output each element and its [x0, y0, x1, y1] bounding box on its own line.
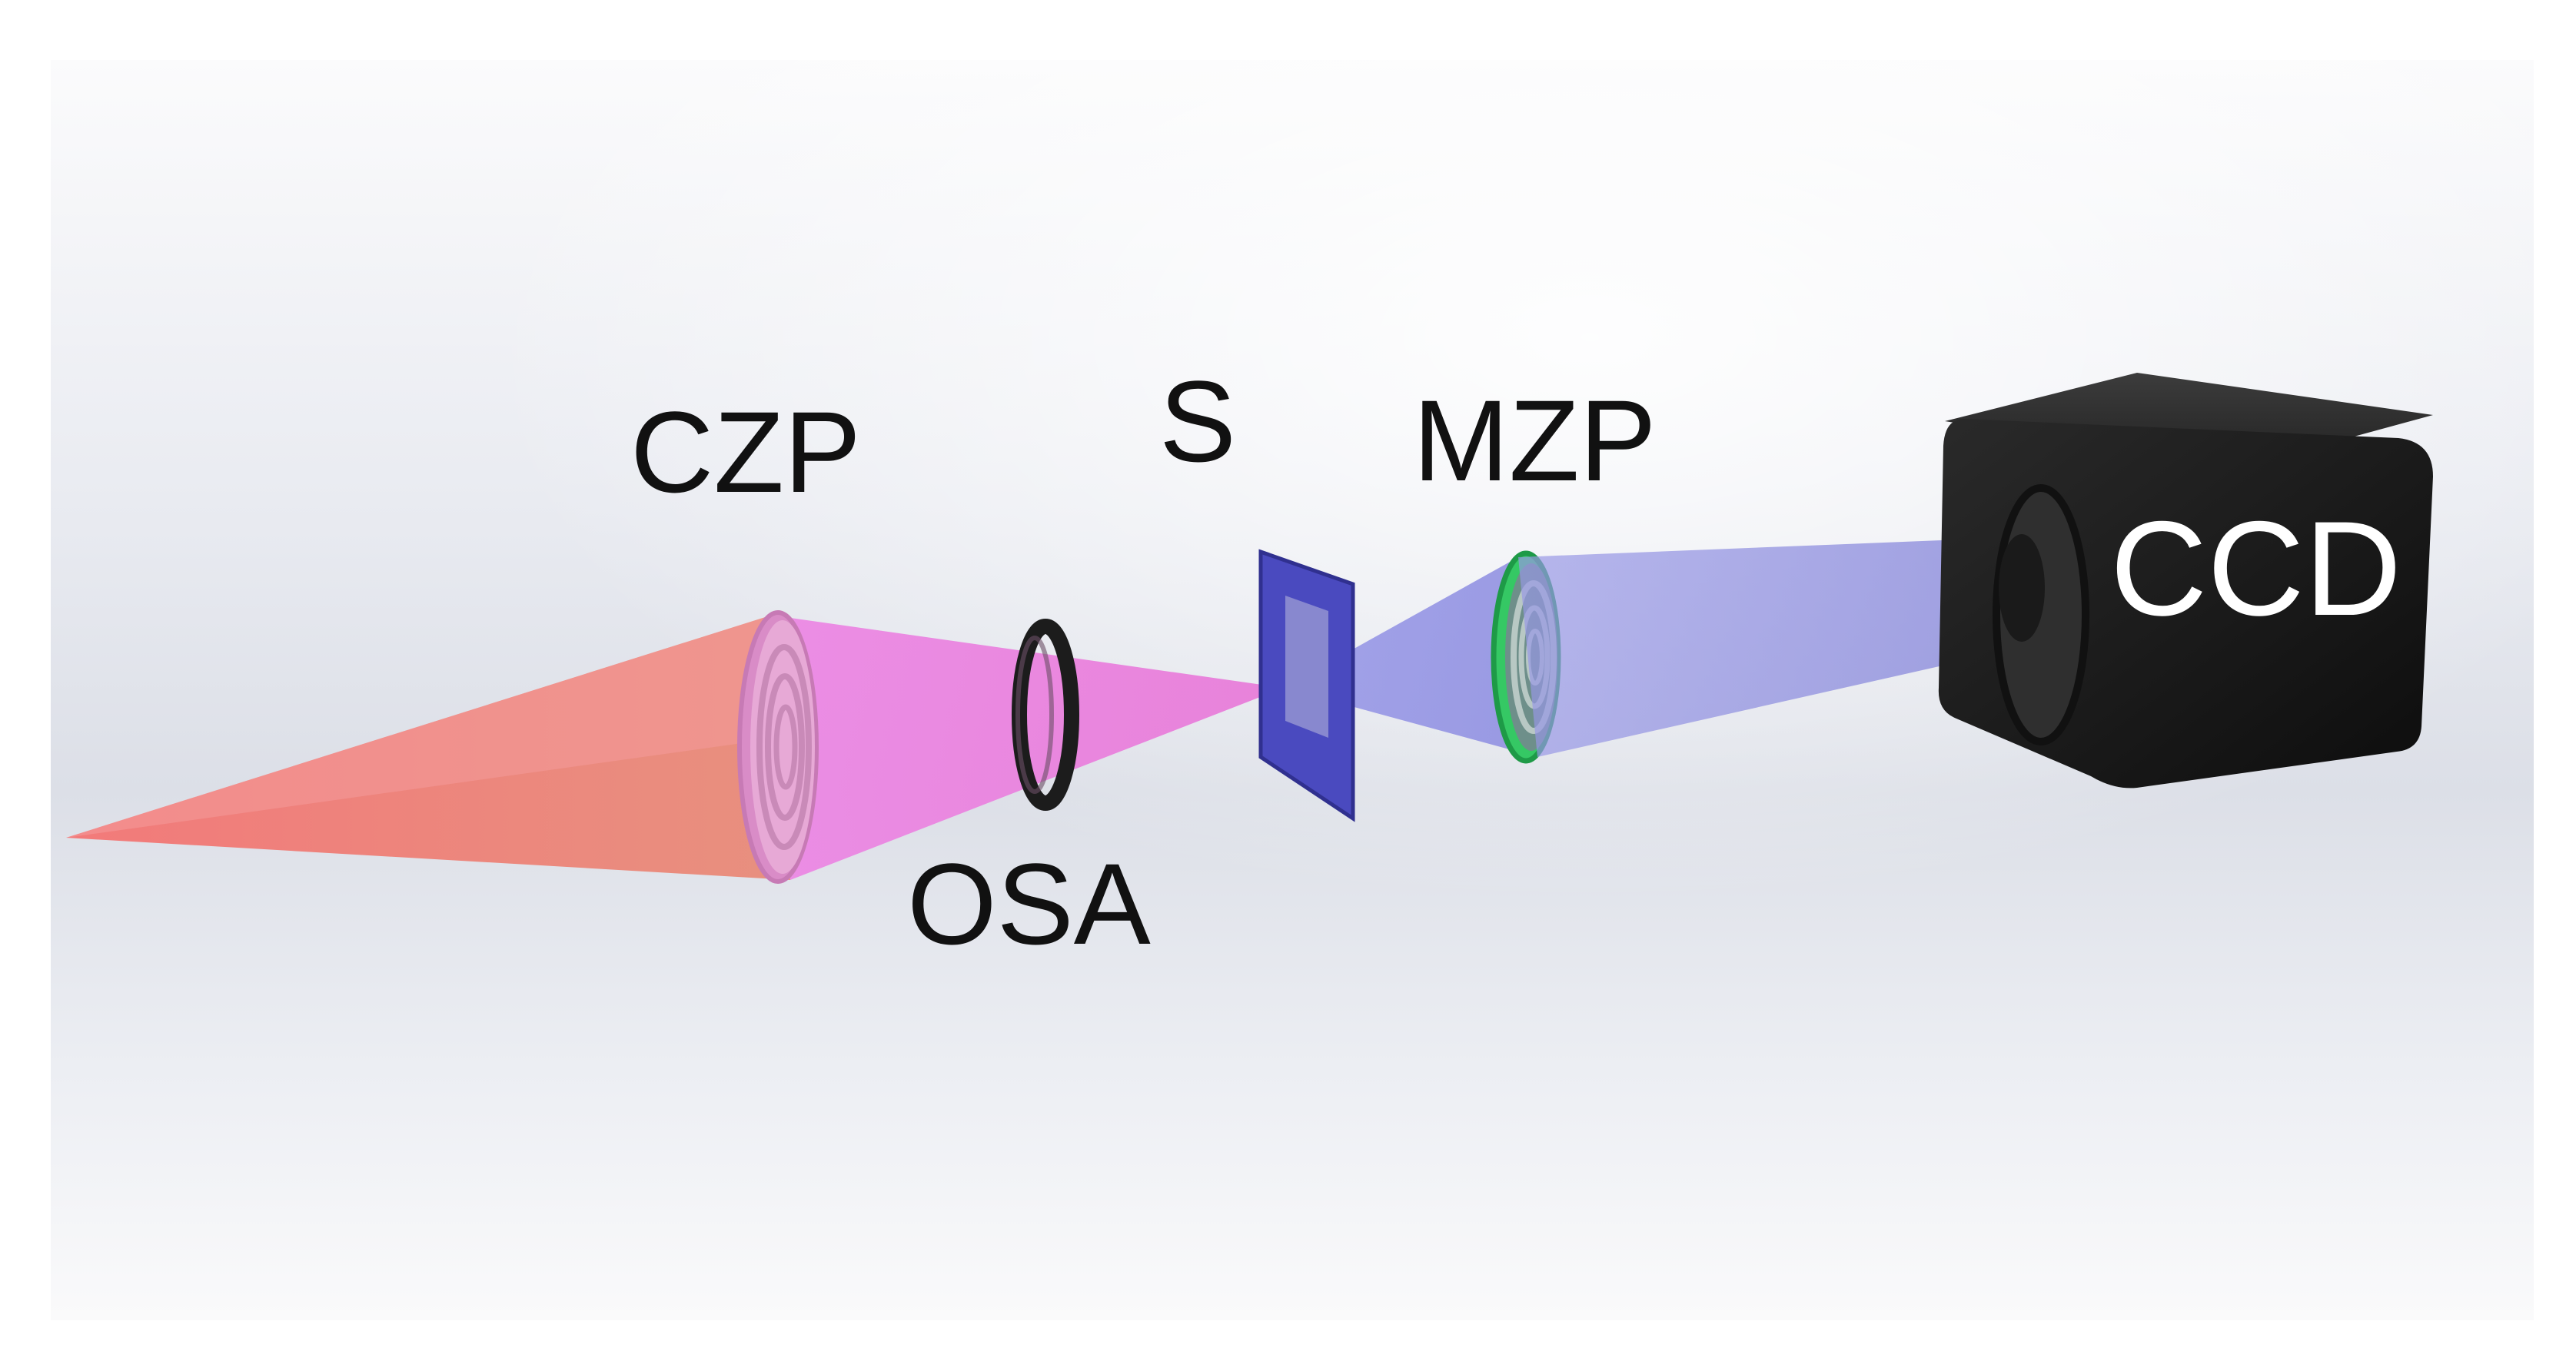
- label-s: S: [1159, 357, 1236, 486]
- label-czp: CZP: [630, 387, 861, 516]
- czp-zone-ring: [765, 673, 805, 821]
- magnified-beam-cone-1: [1284, 557, 1537, 757]
- label-ccd: CCD: [2110, 494, 2401, 644]
- czp-zone-ring: [773, 704, 798, 790]
- ccd-camera: [1938, 373, 2433, 789]
- ccd-lens-opening: [1999, 534, 2045, 642]
- label-mzp: MZP: [1413, 376, 1657, 505]
- order-sorting-aperture: [1012, 619, 1079, 811]
- input-beam-highlight: [66, 615, 780, 838]
- condenser-zone-plate: [737, 610, 819, 884]
- label-osa: OSA: [907, 839, 1151, 968]
- czp-zone-ring: [756, 644, 812, 850]
- osa-inner-edge: [1015, 636, 1054, 794]
- sample-window: [1285, 596, 1328, 738]
- magnified-beam-cone-2: [1518, 538, 2014, 757]
- sample: [1258, 549, 1355, 822]
